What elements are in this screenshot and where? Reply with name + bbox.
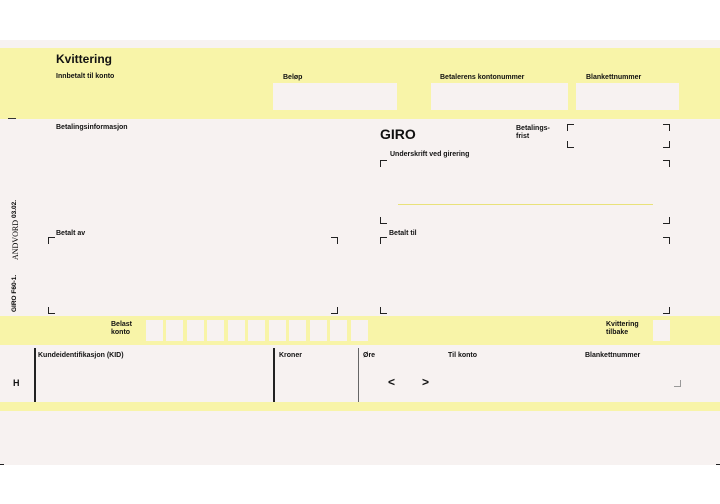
- receipt-title: Kvittering: [56, 52, 113, 66]
- form-code-text: GIRO F60-1.: [11, 274, 18, 312]
- receipt-back-line1: Kvittering: [606, 321, 639, 328]
- digit-box[interactable]: [289, 320, 306, 341]
- amount-label: Beløp: [283, 74, 303, 81]
- bottom-left-tick: [0, 464, 4, 465]
- corner-mark: [567, 141, 574, 148]
- debit-account-label: Belast konto: [111, 321, 132, 337]
- paid-by-label: Betalt av: [56, 230, 86, 237]
- corner-mark: [567, 124, 574, 131]
- form-number-field[interactable]: [576, 83, 679, 110]
- signature-label: Underskrift ved girering: [390, 151, 470, 158]
- paid-by-field[interactable]: [48, 237, 338, 314]
- due-date-label: Betalings- frist: [516, 125, 550, 141]
- bottom-right-tick: [716, 464, 720, 465]
- due-date-line2: frist: [516, 133, 530, 140]
- corner-mark: [663, 237, 670, 244]
- corner-mark: [663, 124, 670, 131]
- digit-box[interactable]: [166, 320, 183, 341]
- corner-mark: [380, 237, 387, 244]
- publisher-text: ANDVORD: [11, 220, 20, 260]
- digit-box[interactable]: [330, 320, 347, 341]
- receipt-back-label: Kvittering tilbake: [606, 321, 639, 337]
- paid-to-label: Betalt til: [389, 230, 417, 237]
- digit-box[interactable]: [351, 320, 368, 341]
- amount-field[interactable]: [273, 83, 397, 110]
- ore-left-rule: [358, 348, 359, 402]
- digit-box[interactable]: [207, 320, 224, 341]
- kroner-left-rule: [273, 348, 275, 402]
- paid-to-account-label: Innbetalt til konto: [56, 73, 115, 80]
- corner-mark: [331, 237, 338, 244]
- debit-line1: Belast: [111, 321, 133, 328]
- kroner-label: Kroner: [279, 352, 302, 359]
- ore-label: Øre: [363, 352, 376, 359]
- corner-mark: [331, 307, 338, 314]
- corner-mark: [663, 141, 670, 148]
- corner-mark: [674, 380, 681, 387]
- paid-to-field[interactable]: [380, 237, 670, 314]
- bottom-band: [0, 402, 720, 411]
- payer-account-label: Betalerens kontonummer: [440, 74, 525, 81]
- payment-info-label: Betalingsinformasjon: [56, 124, 128, 131]
- receipt-back-checkbox[interactable]: [653, 320, 670, 341]
- digit-box[interactable]: [269, 320, 286, 341]
- chevron-right-icon: >: [422, 375, 430, 389]
- corner-mark: [663, 217, 670, 224]
- row-marker: H: [13, 378, 20, 388]
- to-account-label: Til konto: [448, 352, 478, 359]
- debit-account-boxes: [146, 320, 368, 341]
- corner-mark: [663, 307, 670, 314]
- version-text: 03.02.: [11, 199, 18, 218]
- digit-box[interactable]: [146, 320, 163, 341]
- digit-box[interactable]: [310, 320, 327, 341]
- form-number-label: Blankettnummer: [586, 74, 642, 81]
- kid-label: Kundeidentifikasjon (KID): [38, 352, 124, 359]
- corner-mark: [48, 307, 55, 314]
- corner-mark: [380, 160, 387, 167]
- digit-box[interactable]: [248, 320, 265, 341]
- kid-left-rule: [34, 348, 36, 402]
- signature-field[interactable]: [380, 160, 670, 224]
- due-date-line1: Betalings-: [516, 125, 550, 132]
- corner-mark: [380, 217, 387, 224]
- corner-mark: [380, 307, 387, 314]
- debit-line2: konto: [111, 329, 131, 336]
- corner-mark: [48, 237, 55, 244]
- payer-account-field[interactable]: [431, 83, 568, 110]
- receipt-back-line2: tilbake: [606, 329, 629, 336]
- digit-box[interactable]: [187, 320, 204, 341]
- chevron-left-icon: <: [388, 375, 396, 389]
- digit-box[interactable]: [228, 320, 245, 341]
- left-tick: [8, 118, 16, 119]
- bottom-form-number-label: Blankettnummer: [585, 352, 641, 359]
- signature-line: [398, 204, 653, 205]
- due-date-field[interactable]: [567, 124, 670, 148]
- corner-mark: [663, 160, 670, 167]
- giro-title: GIRO: [380, 126, 416, 142]
- giro-form: Kvittering Innbetalt til konto Beløp Bet…: [0, 40, 720, 465]
